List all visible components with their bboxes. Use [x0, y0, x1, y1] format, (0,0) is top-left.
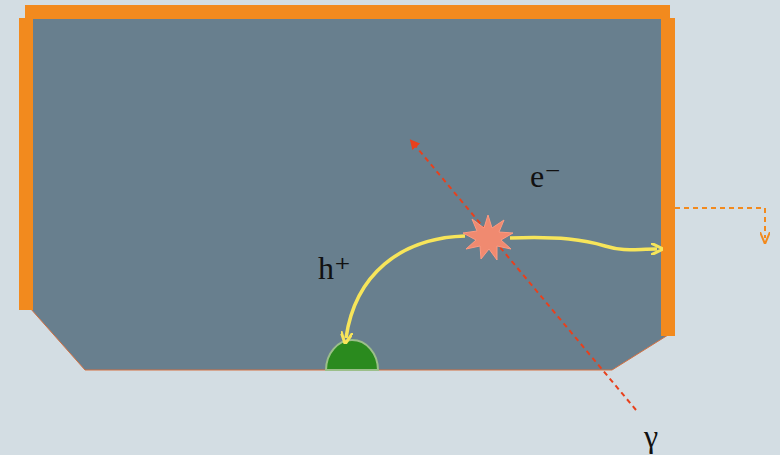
left-electrode	[19, 18, 33, 310]
electron-label: e⁻	[530, 160, 561, 192]
gamma-label: γ	[644, 420, 658, 452]
point-contact	[326, 340, 378, 370]
electron-path	[510, 237, 657, 249]
readout-lead	[675, 208, 765, 238]
gamma-ray	[413, 143, 636, 410]
crystal-body	[30, 12, 668, 370]
hole-label: h⁺	[318, 252, 351, 284]
interaction-star	[463, 215, 513, 260]
right-electrode	[661, 18, 675, 336]
top-electrode	[25, 5, 670, 19]
hole-path	[346, 236, 465, 338]
